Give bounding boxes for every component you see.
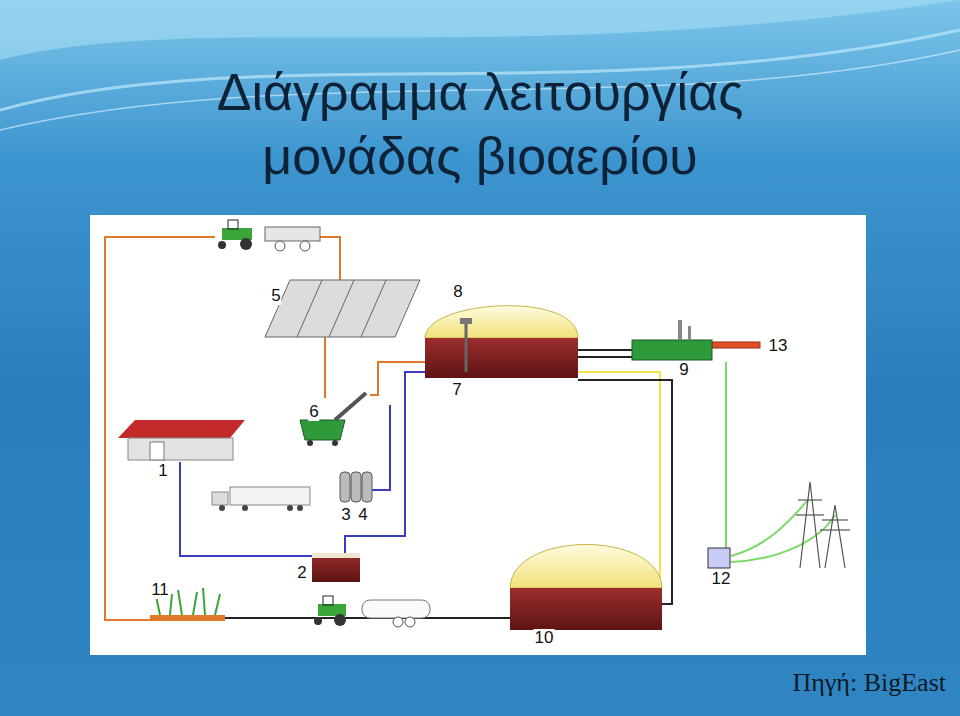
callout-number: 3 <box>340 506 351 524</box>
callout-number: 8 <box>452 283 463 301</box>
callout-number: 6 <box>308 403 319 421</box>
slide-title: Διάγραμμα λειτουργίας μονάδας βιοαερίου <box>140 60 820 188</box>
callout-number: 2 <box>296 564 307 582</box>
source-caption: Πηγή: BigEast <box>792 668 946 698</box>
callout-number: 1 <box>157 462 168 480</box>
callout-number: 9 <box>678 361 689 379</box>
callout-number: 11 <box>150 581 170 599</box>
callout-number: 5 <box>270 287 281 305</box>
callout-number: 7 <box>451 381 462 399</box>
callout-number: 13 <box>768 337 789 355</box>
callout-number: 4 <box>357 506 368 524</box>
callout-number: 12 <box>711 570 732 588</box>
callout-number: 10 <box>534 629 555 647</box>
